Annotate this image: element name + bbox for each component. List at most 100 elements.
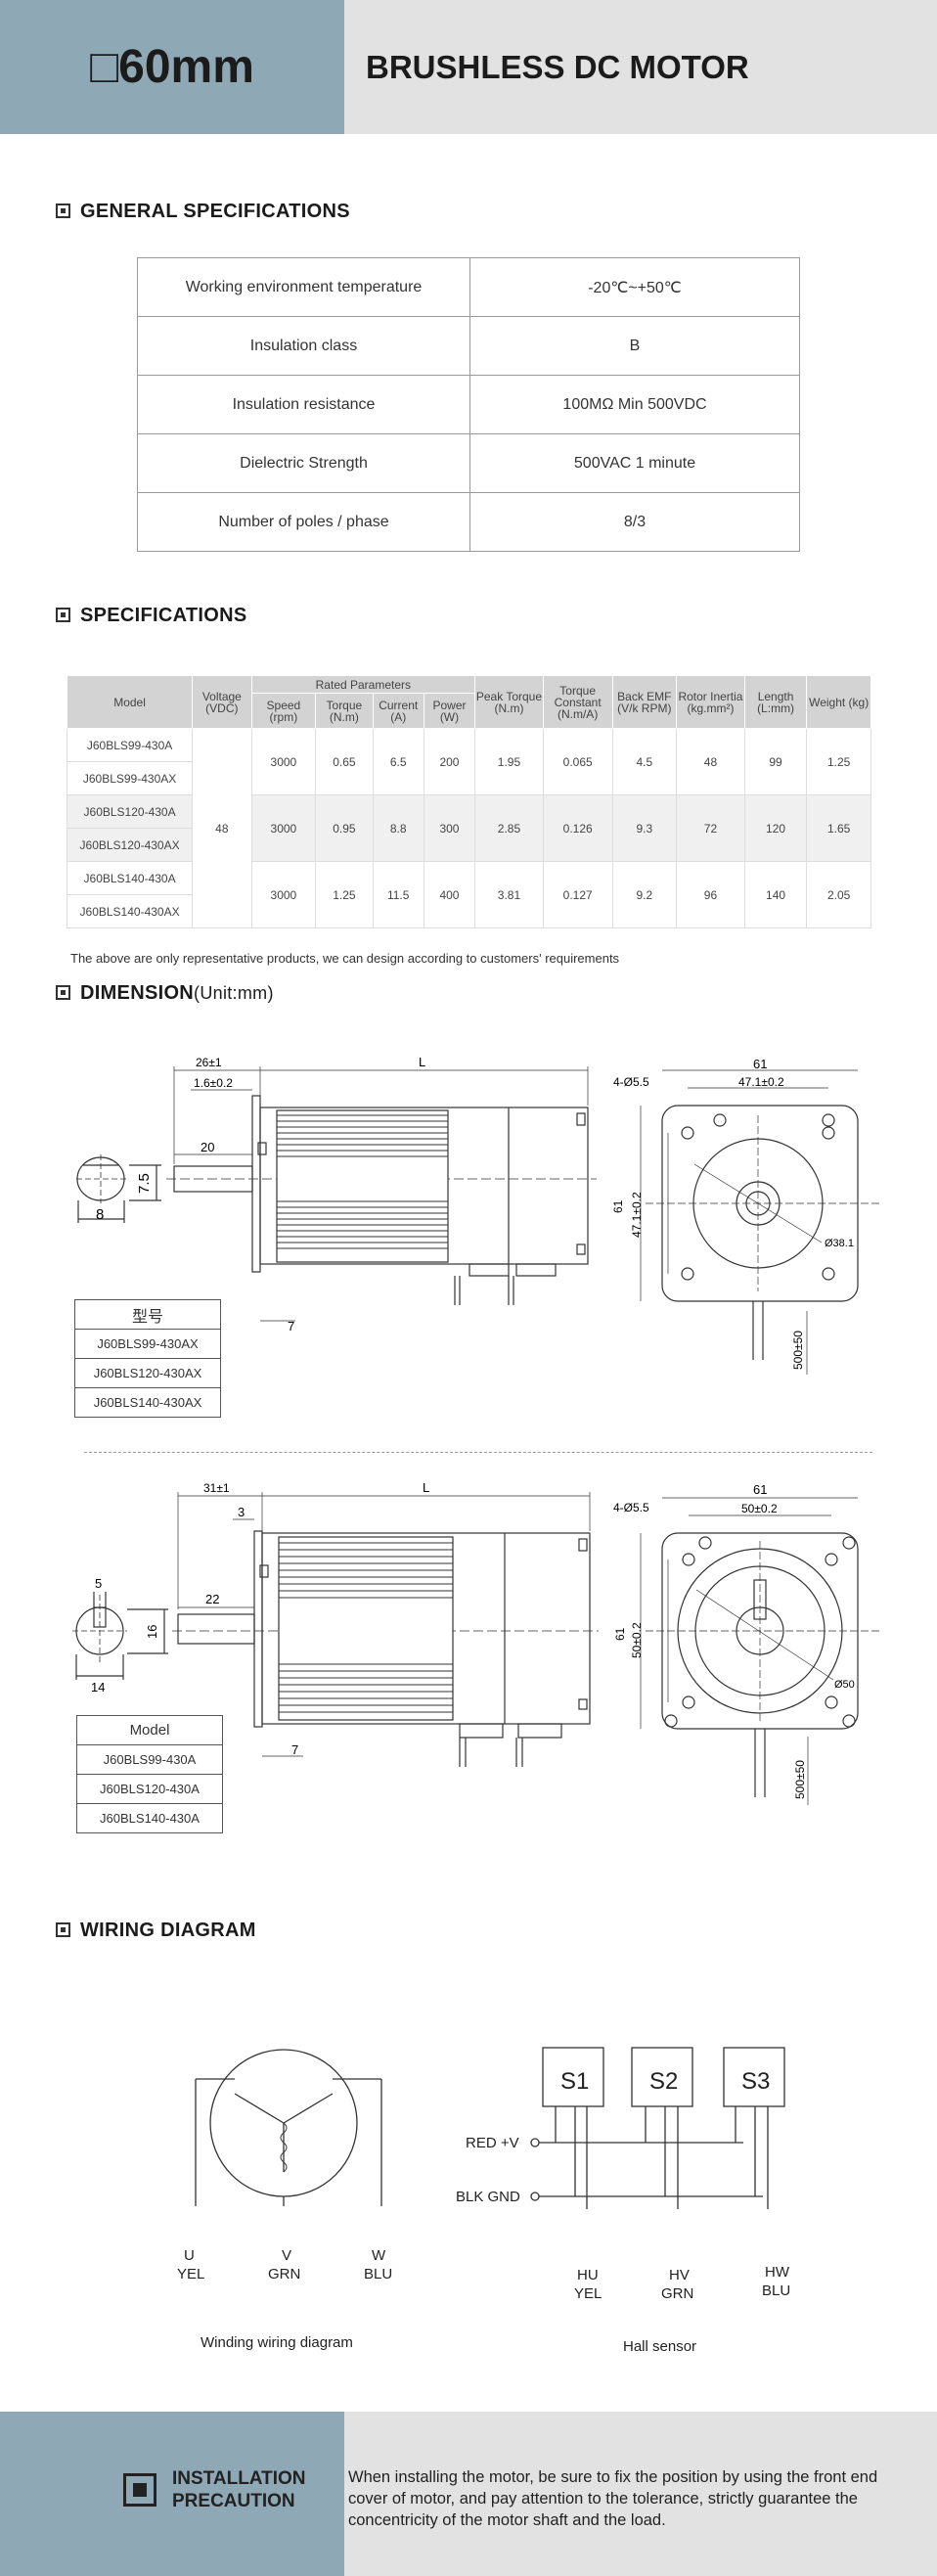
dim-1-6: 1.6±0.2 (194, 1076, 233, 1090)
dim-hole: 4-Ø5.5 (613, 1501, 649, 1514)
dim-14: 14 (91, 1680, 105, 1695)
dim-31: 31±1 (203, 1481, 230, 1495)
hall-caption: Hall sensor (623, 2338, 696, 2355)
spec-label: Number of poles / phase (137, 492, 470, 552)
current-cell: 8.8 (372, 794, 424, 862)
dim-7: 7 (291, 1742, 298, 1757)
model-cell: J60BLS99-430A (76, 1744, 223, 1775)
table-row: J60BLS120-430AX (74, 1358, 221, 1388)
torque-cell: 1.25 (315, 861, 374, 928)
hall-s2: S2 (649, 2068, 678, 2095)
table-row: J60BLS140-430A (76, 1803, 223, 1833)
table-row: Model (76, 1715, 223, 1745)
specifications-heading: SPECIFICATIONS (56, 605, 247, 627)
table-row: J60BLS120-430A 3000 0.95 8.8 300 2.85 0.… (66, 794, 871, 862)
weight-cell: 2.05 (806, 861, 871, 928)
footer-right-panel (344, 2412, 937, 2576)
dim-47-1-v: 47.1±0.2 (630, 1192, 644, 1238)
weight-cell: 1.65 (806, 794, 871, 862)
length-cell: 99 (743, 728, 808, 795)
winding-u: U (184, 2247, 195, 2264)
spec-label: Insulation class (137, 316, 470, 376)
general-spec-title: GENERAL SPECIFICATIONS (80, 201, 350, 222)
dim-61-v: 61 (611, 1199, 625, 1213)
winding-v: V (282, 2247, 291, 2264)
dim-L: L (419, 1055, 425, 1069)
winding-w-color: BLU (364, 2266, 392, 2282)
specifications-title: SPECIFICATIONS (80, 605, 247, 626)
winding-v-color: GRN (268, 2266, 300, 2282)
hall-hv-color: GRN (661, 2285, 693, 2302)
header-right-panel (344, 0, 937, 134)
spec-value: -20℃~+50℃ (469, 257, 800, 317)
hall-hv: HV (669, 2267, 690, 2283)
general-spec-heading: GENERAL SPECIFICATIONS (56, 201, 350, 223)
spec-label: Dielectric Strength (137, 433, 470, 493)
dim-phi-38-1: Ø38.1 (825, 1238, 854, 1249)
tconst-cell: 0.065 (542, 728, 613, 795)
table-row: J60BLS99-430A (76, 1744, 223, 1775)
emf-cell: 9.2 (611, 861, 678, 928)
dim-47-1-h: 47.1±0.2 (738, 1075, 784, 1089)
precaution-title-line1: INSTALLATION (172, 2468, 306, 2489)
dim-7: 7 (288, 1319, 294, 1333)
wiring-heading: WIRING DIAGRAM (56, 1920, 256, 1942)
hall-blk: BLK GND (456, 2189, 520, 2205)
spec-label: Working environment temperature (137, 257, 470, 317)
precaution-icon (123, 2473, 156, 2507)
emf-cell: 9.3 (611, 794, 678, 862)
current-cell: 6.5 (372, 728, 424, 795)
header-left-panel (0, 0, 344, 134)
dim-61-h: 61 (753, 1482, 767, 1497)
winding-caption: Winding wiring diagram (201, 2334, 353, 2351)
length-cell: 120 (743, 794, 808, 862)
model-cell: J60BLS120-430A (76, 1774, 223, 1804)
table-row: J60BLS120-430A (76, 1774, 223, 1804)
col-inertia: Rotor Inertia (kg.mm²) (676, 675, 745, 729)
section-square-icon (56, 1922, 70, 1937)
inertia-cell: 72 (676, 794, 745, 862)
emf-cell: 4.5 (611, 728, 678, 795)
model-cell: J60BLS99-430A (66, 728, 194, 762)
model-table-header: 型号 (74, 1299, 221, 1330)
table-row: J60BLS99-430A 48 3000 0.65 6.5 200 1.95 … (66, 728, 871, 928)
wiring-title: WIRING DIAGRAM (80, 1920, 256, 1941)
precaution-text: When installing the motor, be sure to fi… (348, 2468, 878, 2529)
hall-hw: HW (765, 2264, 790, 2281)
tconst-cell: 0.126 (542, 794, 613, 862)
dim-22: 22 (205, 1592, 219, 1606)
model-table-header: Model (76, 1715, 223, 1745)
spec-value: 100MΩ Min 500VDC (469, 375, 800, 434)
peak-cell: 1.95 (474, 728, 544, 795)
model-cell: J60BLS120-430A (66, 794, 194, 829)
precaution-title: INSTALLATION PRECAUTION (172, 2467, 306, 2512)
dim-7-5: 7.5 (136, 1173, 153, 1194)
speed-cell: 3000 (250, 861, 317, 928)
torque-cell: 0.95 (315, 794, 374, 862)
model-cell: J60BLS140-430A (76, 1803, 223, 1833)
table-row: J60BLS140-430A 3000 1.25 11.5 400 3.81 0… (66, 861, 871, 928)
dim-50-v: 50±0.2 (630, 1622, 644, 1658)
spec-label: Insulation resistance (137, 375, 470, 434)
hall-red: RED +V (466, 2135, 519, 2151)
hall-hu: HU (577, 2267, 599, 2283)
general-spec-table: Working environment temperature-20℃~+50℃… (137, 257, 800, 552)
hall-hu-color: YEL (574, 2285, 602, 2302)
col-torque: Torque (N.m) (315, 693, 374, 729)
model-cell: J60BLS140-430AX (74, 1387, 221, 1418)
dim-500: 500±50 (791, 1331, 805, 1370)
dim-hole: 4-Ø5.5 (613, 1075, 649, 1089)
current-cell: 11.5 (372, 861, 424, 928)
winding-u-color: YEL (177, 2266, 204, 2282)
speed-cell: 3000 (250, 728, 317, 795)
col-model: Model (66, 675, 194, 729)
col-speed: Speed (rpm) (250, 693, 317, 729)
table-row: Working environment temperature-20℃~+50℃ (137, 257, 800, 317)
spec-note: The above are only representative produc… (70, 951, 620, 966)
model-cell: J60BLS99-430AX (66, 761, 194, 795)
dim-phi-50: Ø50 (834, 1679, 855, 1691)
peak-cell: 3.81 (474, 861, 544, 928)
hall-hw-color: BLU (762, 2282, 790, 2299)
dim-500: 500±50 (793, 1760, 807, 1799)
model-cell: J60BLS120-430AX (66, 828, 194, 862)
